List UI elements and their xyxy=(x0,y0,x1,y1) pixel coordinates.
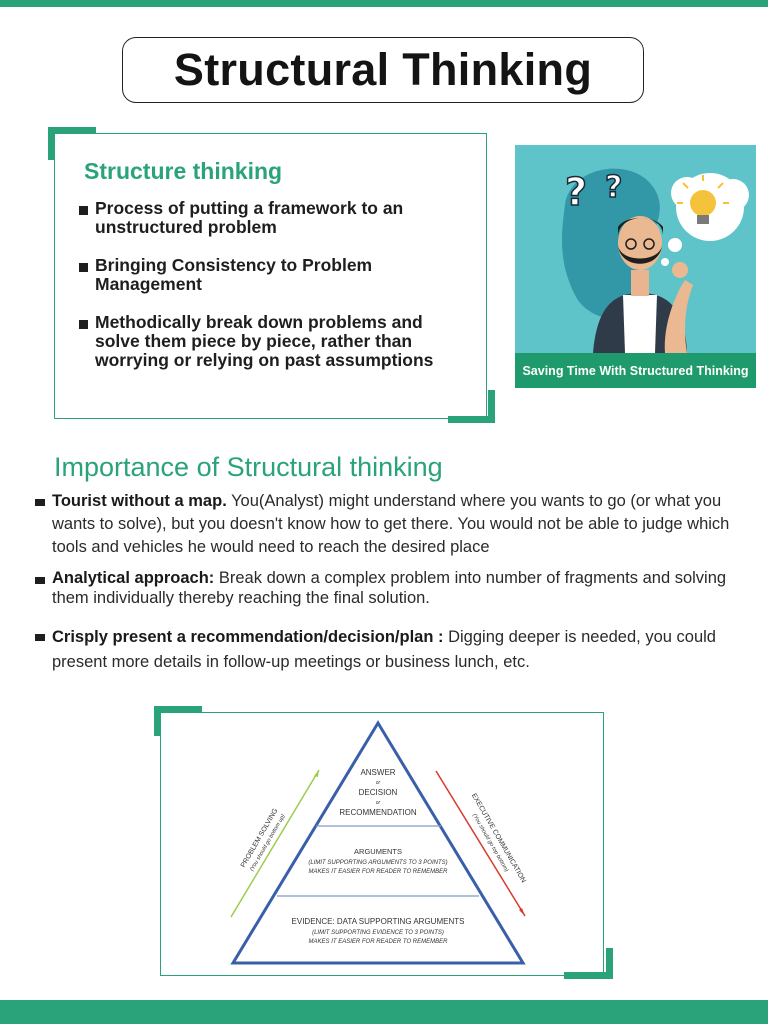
card-corner-bottom-right xyxy=(606,948,613,979)
card-corner-top-left xyxy=(154,706,161,736)
pyramid-middle-label: MAKES IT EASIER FOR READER TO REMEMBER xyxy=(309,869,449,875)
card-corner-bottom-right xyxy=(448,416,495,423)
bullet-square-icon xyxy=(79,263,88,272)
pyramid-middle-label: ARGUMENTS xyxy=(354,847,402,856)
bullet-square-icon xyxy=(79,320,88,329)
top-down-arrow xyxy=(435,770,526,917)
list-item: Bringing Consistency to Problem Manageme… xyxy=(79,256,469,294)
illustration-caption: Saving Time With Structured Thinking xyxy=(522,363,749,378)
importance-heading: Importance of Structural thinking xyxy=(54,452,443,482)
structure-heading: Structure thinking xyxy=(84,158,283,184)
pyramid-card: ANSWER or DECISION or RECOMMENDATION ARG… xyxy=(160,712,604,976)
pyramid-top-label: DECISION xyxy=(359,788,398,797)
list-item: Process of putting a framework to an uns… xyxy=(79,199,469,237)
top-accent-bar xyxy=(0,0,768,7)
pyramid-top-label: or xyxy=(376,780,381,786)
list-item: Analytical approach: Break down a comple… xyxy=(34,568,734,608)
svg-text:?: ? xyxy=(605,170,622,205)
list-item: Crisply present a recommendation/decisio… xyxy=(34,625,734,675)
pyramid-bottom-label: (LIMIT SUPPORTING EVIDENCE TO 3 POINTS) xyxy=(312,930,444,936)
list-item: Tourist without a map. You(Analyst) migh… xyxy=(34,490,734,559)
pyramid-top-label: or xyxy=(376,800,381,806)
pyramid-top-label: RECOMMENDATION xyxy=(339,808,416,817)
lightbulb-icon xyxy=(677,175,729,224)
pyramid-middle-label: (LIMIT SUPPORTING ARGUMENTS TO 3 POINTS) xyxy=(308,860,447,866)
bullet-square-icon xyxy=(35,634,45,641)
pyramid-bottom-label: MAKES IT EASIER FOR READER TO REMEMBER xyxy=(309,939,449,945)
card-corner-top-left xyxy=(48,127,96,134)
pyramid-top-label: ANSWER xyxy=(360,768,395,777)
bottom-up-arrow xyxy=(230,769,320,918)
list-item: Methodically break down problems and sol… xyxy=(79,313,469,370)
card-corner-bottom-right xyxy=(488,390,495,423)
card-corner-top-left xyxy=(48,127,55,160)
card-corner-bottom-right xyxy=(564,972,613,979)
pyramid-diagram: ANSWER or DECISION or RECOMMENDATION ARG… xyxy=(230,720,527,965)
arrow-head-icon xyxy=(314,770,319,777)
arrow-head-icon xyxy=(519,908,525,916)
bullet-square-icon xyxy=(79,206,88,215)
page-title: Structural Thinking xyxy=(173,44,593,95)
card-corner-top-left xyxy=(154,706,202,713)
importance-list: Tourist without a map. You(Analyst) migh… xyxy=(34,490,734,675)
title-box: Structural Thinking xyxy=(122,37,644,103)
bullet-square-icon xyxy=(35,577,45,584)
pyramid-bottom-label: EVIDENCE: DATA SUPPORTING ARGUMENTS xyxy=(292,917,465,926)
thinking-man-illustration: ? ? Saving Time With Structured Thinking xyxy=(515,145,756,388)
bottom-accent-bar xyxy=(0,1000,768,1024)
svg-text:?: ? xyxy=(565,170,587,214)
thinking-man-svg: ? ? xyxy=(562,168,749,353)
question-mark-icon: ? ? xyxy=(564,169,623,215)
bullet-square-icon xyxy=(35,499,45,506)
illustration-caption-bar: Saving Time With Structured Thinking xyxy=(515,353,756,388)
executive-communication-label: EXECUTIVE COMMUNICATION xyxy=(470,792,527,884)
structure-bullet-list: Process of putting a framework to an uns… xyxy=(79,199,469,389)
structure-card xyxy=(54,133,487,419)
pyramid-outline xyxy=(230,720,526,965)
